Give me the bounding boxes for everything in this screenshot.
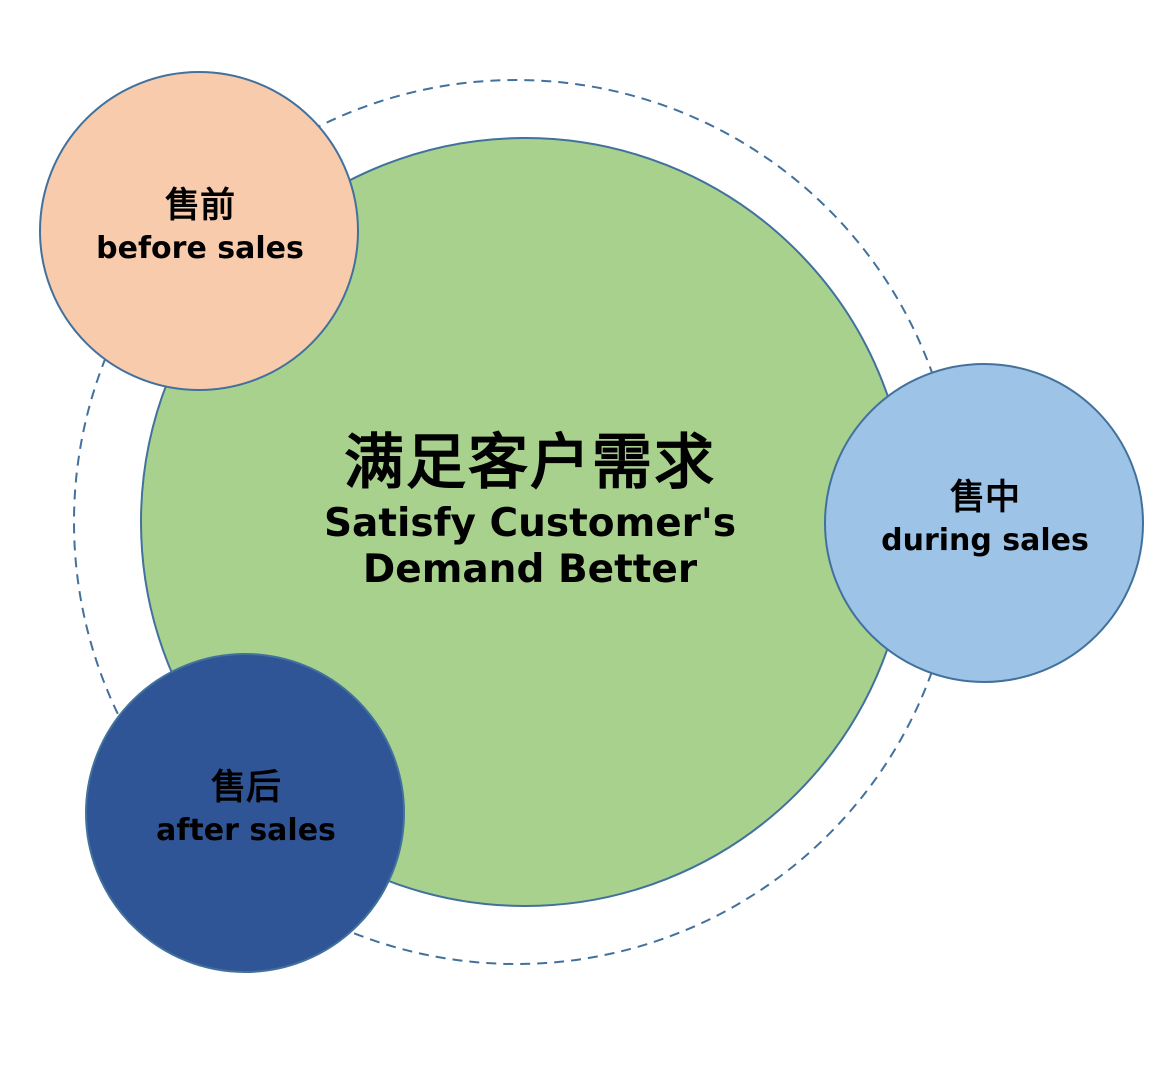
during-sales-circle [824, 363, 1144, 683]
before-sales-en: before sales [96, 231, 304, 267]
after-sales-en: after sales [156, 813, 336, 849]
after-sales-circle [85, 653, 405, 973]
before-sales-label: 售前 before sales [50, 186, 350, 267]
center-label: 满足客户需求 Satisfy Customer's Demand Better [280, 428, 780, 593]
during-sales-en: during sales [881, 523, 1089, 559]
center-title-zh: 满足客户需求 [344, 428, 716, 498]
after-sales-zh: 售后 [210, 768, 281, 808]
before-sales-zh: 售前 [164, 186, 235, 226]
center-title-en-line1: Satisfy Customer's [323, 500, 737, 546]
during-sales-zh: 售中 [949, 478, 1020, 518]
after-sales-label: 售后 after sales [96, 768, 396, 849]
before-sales-circle [39, 71, 359, 391]
center-title-en-line2: Demand Better [362, 546, 698, 592]
during-sales-label: 售中 during sales [835, 478, 1135, 559]
